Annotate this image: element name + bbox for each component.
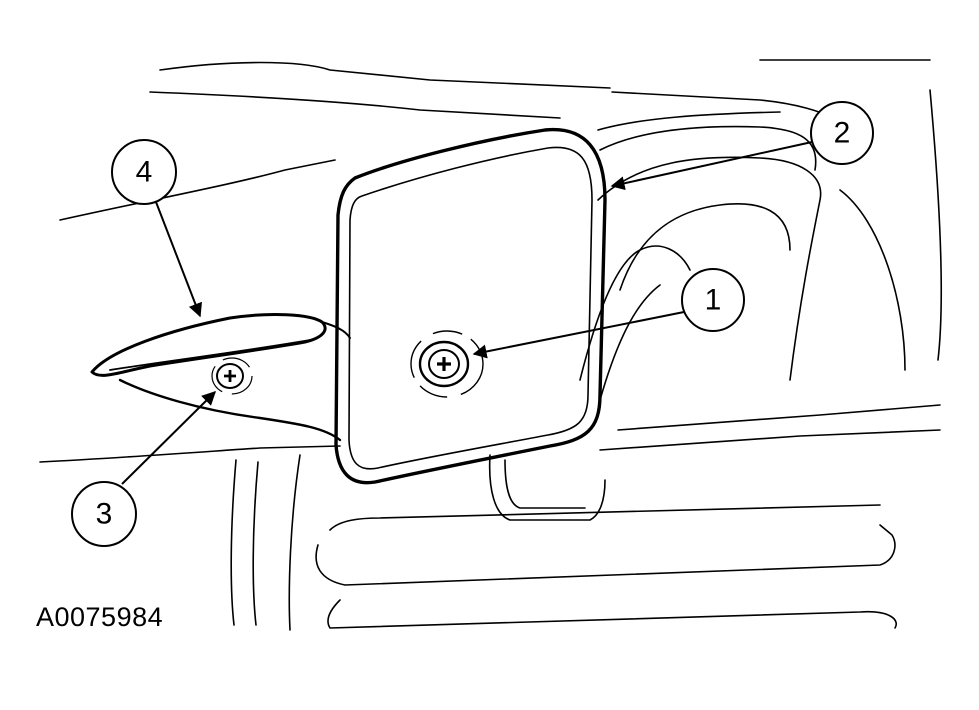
callout-2: 2 bbox=[810, 101, 874, 165]
arrow-icon bbox=[472, 311, 685, 359]
callout-1-label: 1 bbox=[705, 284, 722, 317]
figure-id: A0075984 bbox=[36, 602, 164, 632]
callout-4: 4 bbox=[111, 139, 177, 205]
callout-4-label: 4 bbox=[136, 156, 153, 189]
callout-3-label: 3 bbox=[96, 498, 113, 531]
mirror-arm bbox=[90, 313, 351, 442]
mirror-glass bbox=[334, 127, 607, 485]
door-contour-lines bbox=[39, 59, 943, 631]
callout-2-label: 2 bbox=[834, 117, 851, 150]
screw-icon bbox=[211, 357, 253, 395]
callout-1: 1 bbox=[681, 268, 745, 332]
callout-3: 3 bbox=[71, 481, 137, 547]
arrow-icon bbox=[155, 201, 202, 318]
arrow-icon bbox=[610, 141, 813, 191]
screw-icon bbox=[410, 330, 484, 398]
arrow-icon bbox=[121, 391, 216, 485]
